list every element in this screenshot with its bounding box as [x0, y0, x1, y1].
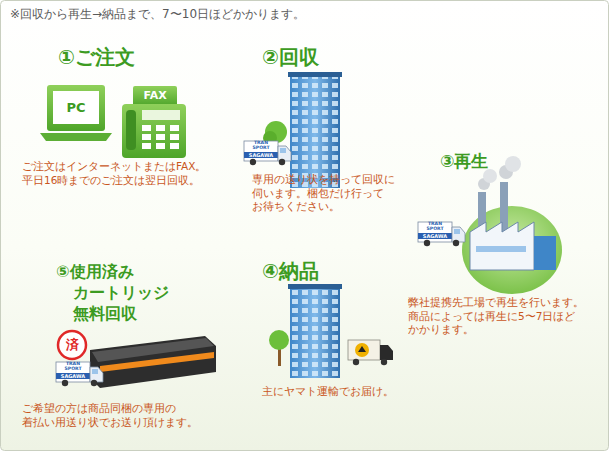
- text-line: PC: [53, 100, 99, 117]
- text-line: SPORT: [244, 146, 278, 151]
- text-line: TRAN: [56, 362, 90, 367]
- step-heading: ①ご注文: [58, 44, 135, 70]
- text-line: 平日16時までのご注文は翌日回収。: [22, 174, 206, 188]
- step-description: 主にヤマト運輸でお届け。: [262, 385, 394, 399]
- text-line: SAGAWA: [56, 374, 90, 379]
- icon-text: FAX: [133, 89, 177, 103]
- text-line: 済: [58, 337, 86, 354]
- text-line: 商品によっては再生に5〜7日ほど: [408, 310, 584, 324]
- building: [244, 72, 342, 188]
- text-line: ③再生: [440, 150, 488, 172]
- text-line: ご注文はインターネットまたはFAX。: [22, 160, 206, 174]
- text-line: 弊社提携先工場で再生を行います。: [408, 296, 584, 310]
- step-description: ご注文はインターネットまたはFAX。 平日16時までのご注文は翌日回収。: [22, 160, 206, 187]
- text-line: お待ちください。: [252, 200, 395, 214]
- text-line: FAX: [133, 89, 177, 103]
- text-line: ご希望の方は商品同梱の専用の: [22, 402, 198, 416]
- text-line: SPORT: [418, 227, 452, 232]
- text-line: ④納品: [262, 258, 319, 284]
- step-description: 専用の送り状を持って回収に 伺います。梱包だけ行って お待ちください。: [252, 173, 395, 214]
- text-line: ①ご注文: [58, 44, 135, 70]
- toner-cartridge: [56, 331, 216, 388]
- text-line: かかります。: [408, 323, 584, 337]
- text-line: 専用の送り状を持って回収に: [252, 173, 395, 187]
- delivery-truck: [348, 340, 393, 365]
- factory: [418, 156, 562, 294]
- truck-text: SAGAWA: [244, 153, 278, 158]
- stamp-text: 済: [58, 337, 86, 354]
- text-line: 無料回収: [73, 304, 169, 325]
- building: [269, 284, 393, 378]
- truck-text: SAGAWA: [418, 234, 452, 239]
- text-line: SAGAWA: [418, 234, 452, 239]
- pc-icon: [40, 85, 112, 141]
- step-description: ご希望の方は商品同梱の専用の 着払い用送り状でお送り頂けます。: [22, 402, 198, 429]
- step-heading: ④納品: [262, 258, 319, 284]
- truck-text: SAGAWA: [56, 374, 90, 379]
- text-line: SPORT: [56, 367, 90, 372]
- step-heading: ③再生: [440, 150, 488, 172]
- step-heading: ⑤使用済み カートリッジ 無料回収: [56, 262, 169, 324]
- fax-icon: [122, 86, 186, 158]
- truck-text: TRAN SPORT: [244, 141, 278, 150]
- text-line: カートリッジ: [73, 283, 169, 304]
- text-line: 着払い用送り状でお送り頂けます。: [22, 416, 198, 430]
- text-line: ②回収: [262, 44, 319, 70]
- text-line: 主にヤマト運輸でお届け。: [262, 385, 394, 399]
- step-description: 弊社提携先工場で再生を行います。 商品によっては再生に5〜7日ほど かかります。: [408, 296, 584, 337]
- icon-text: PC: [53, 100, 99, 117]
- text-line: TRAN: [418, 222, 452, 227]
- truck-text: TRAN SPORT: [56, 362, 90, 371]
- text-line: SAGAWA: [244, 153, 278, 158]
- text-line: 伺います。梱包だけ行って: [252, 187, 395, 201]
- text-line: ⑤使用済み: [56, 262, 169, 283]
- step-heading: ②回収: [262, 44, 319, 70]
- note-text: ※回収から再生→納品まで、7〜10日ほどかかります。: [10, 7, 305, 23]
- text-line: ※回収から再生→納品まで、7〜10日ほどかかります。: [10, 7, 305, 23]
- text-line: TRAN: [244, 141, 278, 146]
- truck-text: TRAN SPORT: [418, 222, 452, 231]
